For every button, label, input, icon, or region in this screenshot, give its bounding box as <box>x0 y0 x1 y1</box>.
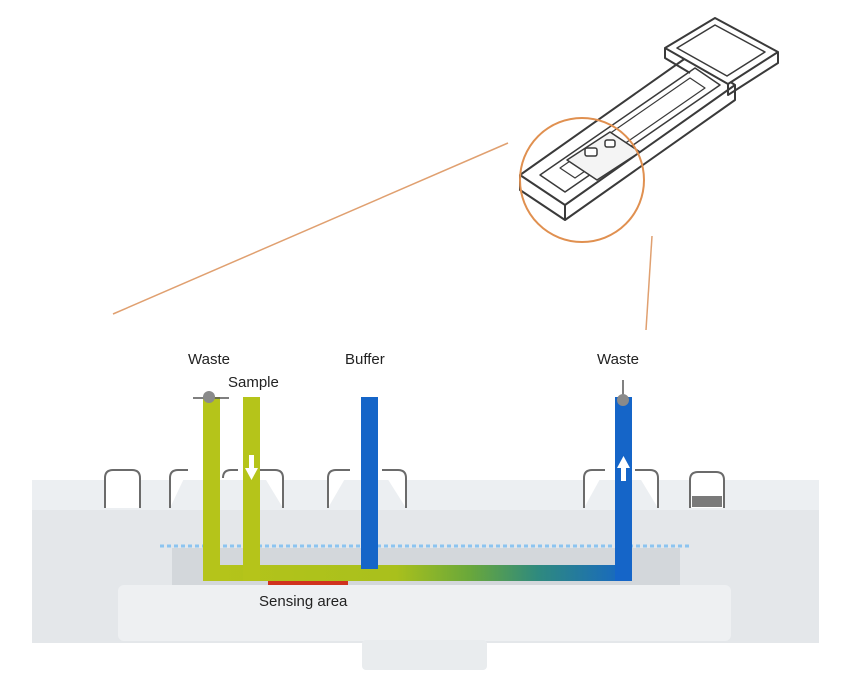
valve-icon <box>635 469 659 508</box>
fluid-channels <box>203 397 632 585</box>
sample-waste-channel <box>203 397 220 581</box>
closed-valve-fill <box>692 496 722 507</box>
valve-icon <box>327 469 350 508</box>
callout-circle <box>519 117 645 243</box>
substrate-top-layer <box>32 480 819 510</box>
sample-inlet-channel <box>243 397 260 581</box>
valve-icon <box>260 469 284 508</box>
cartridge-body <box>519 54 736 221</box>
arrow-down-icon <box>245 455 258 480</box>
waste-valve-left <box>193 391 229 403</box>
waste-valve-right <box>617 380 629 406</box>
substrate-bottom-tab <box>362 640 487 670</box>
right-waste-channel <box>615 397 632 581</box>
buffer-channel <box>361 397 378 569</box>
bottom-channel <box>203 565 632 581</box>
valve-caps <box>104 469 725 508</box>
cartridge-reservoir <box>664 17 779 96</box>
label-buffer: Buffer <box>345 351 385 368</box>
callout-line-left <box>112 142 509 315</box>
label-waste-left: Waste <box>188 351 230 368</box>
valve-icon <box>583 469 605 508</box>
valve-icon <box>382 469 407 508</box>
label-waste-right: Waste <box>597 351 639 368</box>
label-sample: Sample <box>228 374 279 391</box>
callout-line-right <box>645 235 653 331</box>
valve-icon <box>169 469 188 508</box>
sensing-area-marker <box>268 581 348 585</box>
cartridge-chip <box>566 131 641 181</box>
valve-icon <box>104 469 141 508</box>
arrow-up-icon <box>617 456 630 481</box>
cartridge-illustration <box>519 17 779 221</box>
label-sensing-area: Sensing area <box>259 593 348 610</box>
sensor-chip-block <box>118 585 731 641</box>
valve-icon <box>222 469 238 479</box>
